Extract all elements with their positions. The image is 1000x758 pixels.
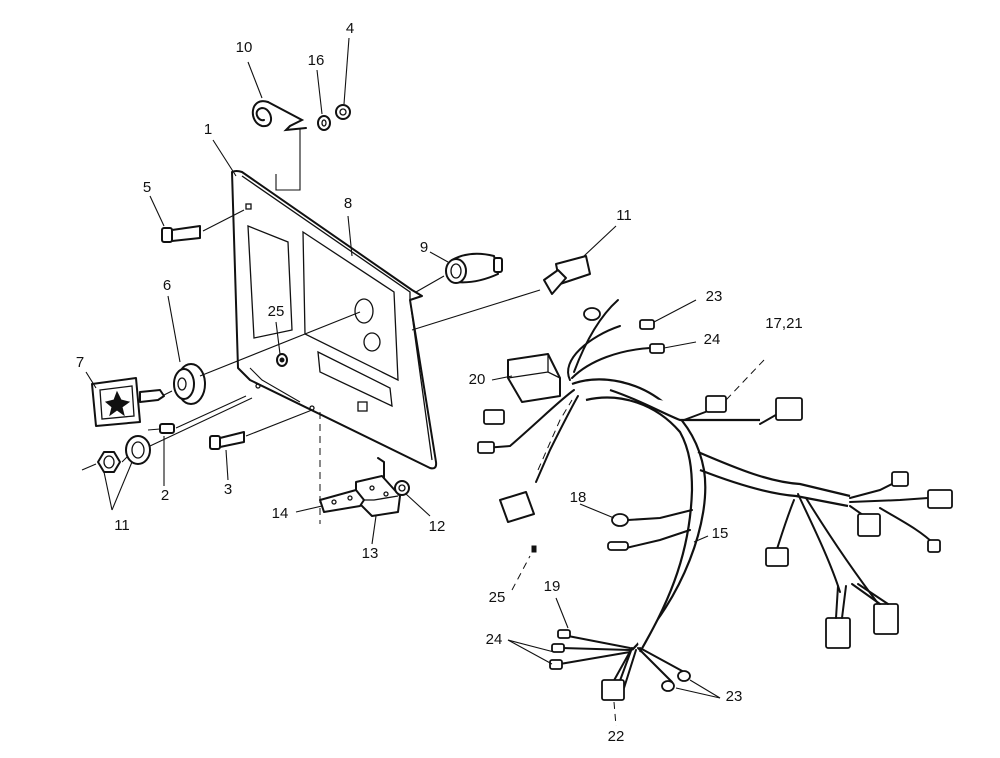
callout-24-bottom: 24 [486, 631, 503, 648]
callout-12: 12 [429, 518, 446, 535]
callout-13: 13 [362, 545, 379, 562]
callout-6: 6 [163, 277, 171, 294]
callout-20: 20 [469, 371, 486, 388]
callout-7: 7 [76, 354, 84, 371]
callout-labels: 1 2 3 4 5 6 7 8 9 10 11 11 12 13 14 15 1… [76, 20, 803, 745]
callout-23-top: 23 [706, 288, 723, 305]
connector-block [507, 353, 561, 403]
callout-3: 3 [224, 481, 232, 498]
grommet [276, 353, 288, 367]
callout-25-harness: 25 [489, 589, 506, 606]
callout-11-nuts: 11 [114, 517, 130, 534]
callout-22: 22 [608, 728, 625, 745]
toggle-switch [411, 255, 591, 331]
callout-19: 19 [544, 578, 561, 595]
callout-1: 1 [204, 121, 212, 138]
mounting-bracket [319, 412, 401, 524]
callout-25-panel: 25 [268, 303, 285, 320]
callout-2: 2 [161, 487, 169, 504]
harness-connectors [477, 307, 953, 701]
nut [335, 104, 351, 120]
callout-5: 5 [143, 179, 151, 196]
callout-10: 10 [236, 39, 253, 56]
key-tag [91, 377, 173, 427]
wiring-harness [483, 299, 935, 689]
hex-nut [394, 480, 410, 496]
washer [317, 115, 331, 131]
callout-9: 9 [420, 239, 428, 256]
callout-8: 8 [344, 195, 352, 212]
screw [147, 395, 247, 434]
bezel-nuts [81, 397, 253, 473]
instrument-panel [231, 170, 438, 470]
leader-lines [85, 37, 765, 727]
rotary-knob [173, 311, 361, 405]
callout-18: 18 [570, 489, 587, 506]
callout-15: 15 [712, 525, 729, 542]
bolt [161, 209, 245, 243]
callout-17-21: 17,21 [765, 315, 803, 332]
callout-4: 4 [346, 20, 354, 37]
ignition-switch [415, 252, 503, 293]
mounting-bolt [209, 409, 313, 450]
retaining-clip [252, 100, 307, 191]
callout-24-top: 24 [704, 331, 721, 348]
callout-16: 16 [308, 52, 325, 69]
callout-14: 14 [272, 505, 289, 522]
callout-11-toggle: 11 [616, 207, 632, 224]
callout-23-bottom: 23 [726, 688, 743, 705]
